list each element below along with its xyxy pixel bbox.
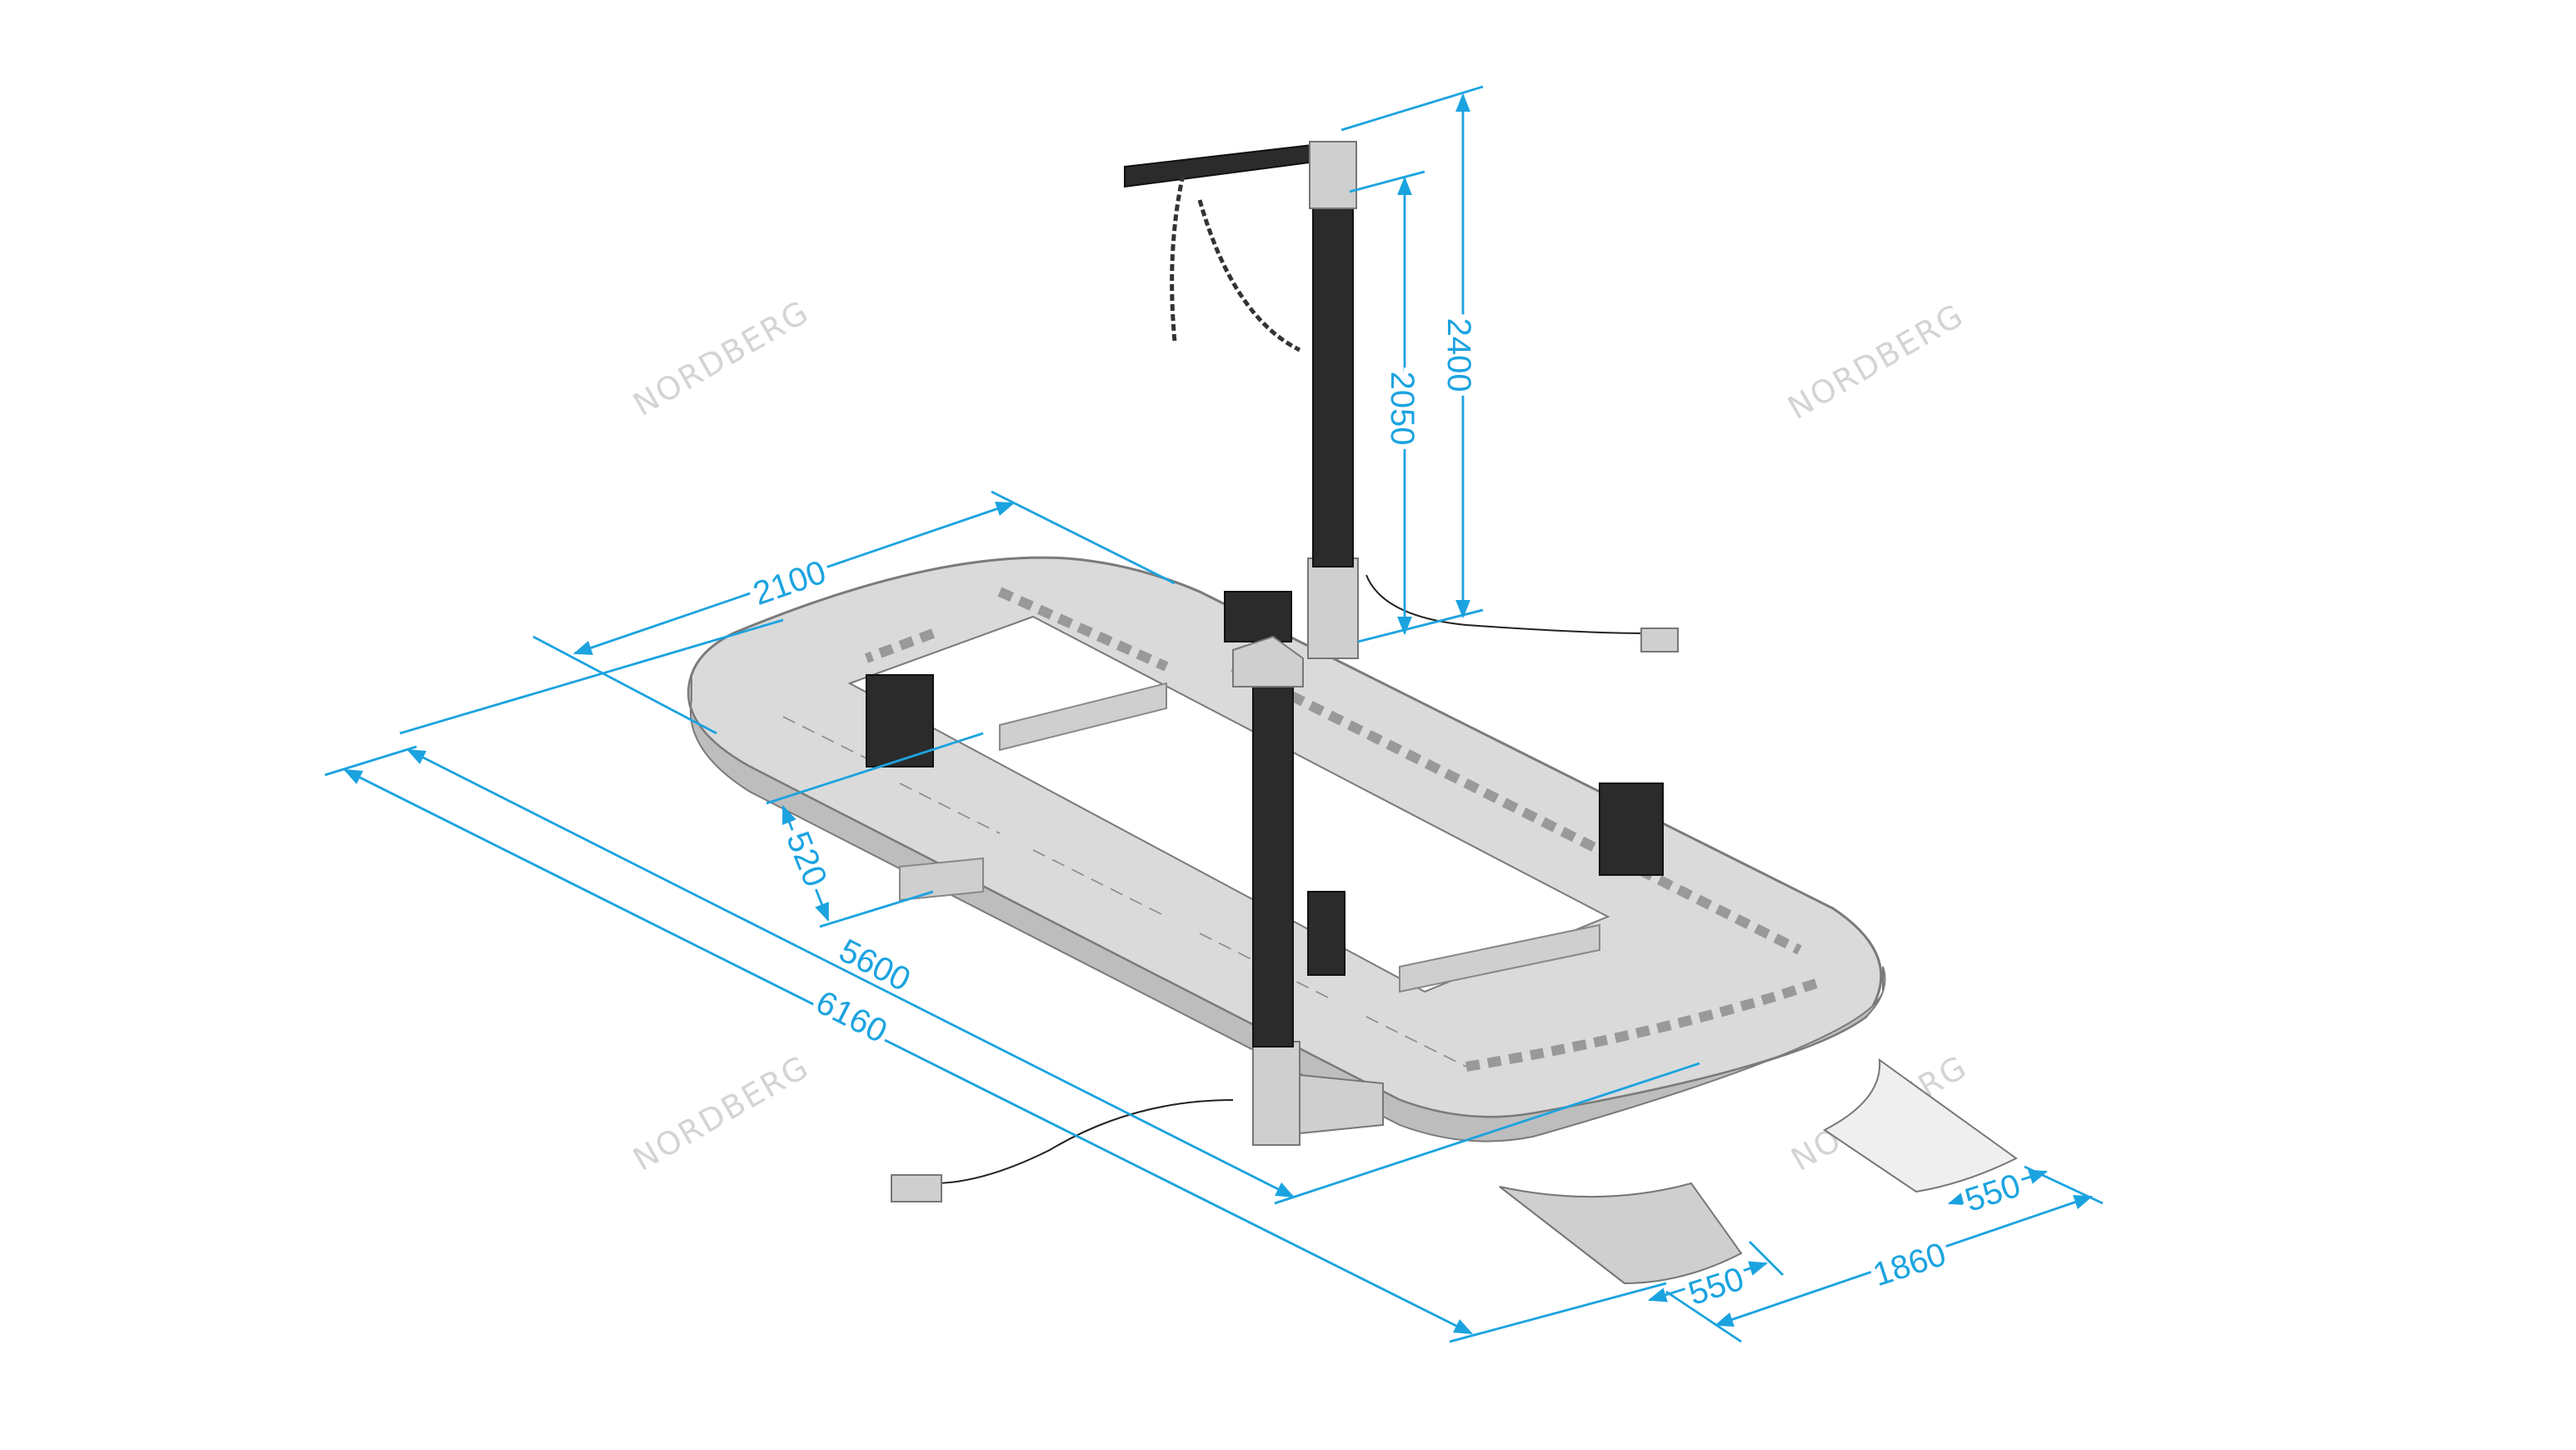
watermark: NORDBERG xyxy=(1782,297,1970,427)
dimension-label: 1860 xyxy=(1869,1236,1950,1293)
watermark: NORDBERG xyxy=(627,293,816,423)
dimension-label: 6160 xyxy=(810,984,892,1051)
dimension-label: 2050 xyxy=(1384,372,1420,446)
watermark: NORDBERG xyxy=(627,1048,816,1178)
dimension-label: 520 xyxy=(779,827,834,892)
rear-pulling-tower xyxy=(1124,140,1359,659)
dimension-2400: 2400 xyxy=(1340,85,1484,643)
dimension-2050: 2050 xyxy=(1349,170,1425,636)
dimension-label: 2400 xyxy=(1440,318,1477,392)
ramp-left xyxy=(1499,1182,1743,1285)
dimension-label: 5600 xyxy=(833,932,916,999)
ramp-right xyxy=(1823,1058,2018,1193)
